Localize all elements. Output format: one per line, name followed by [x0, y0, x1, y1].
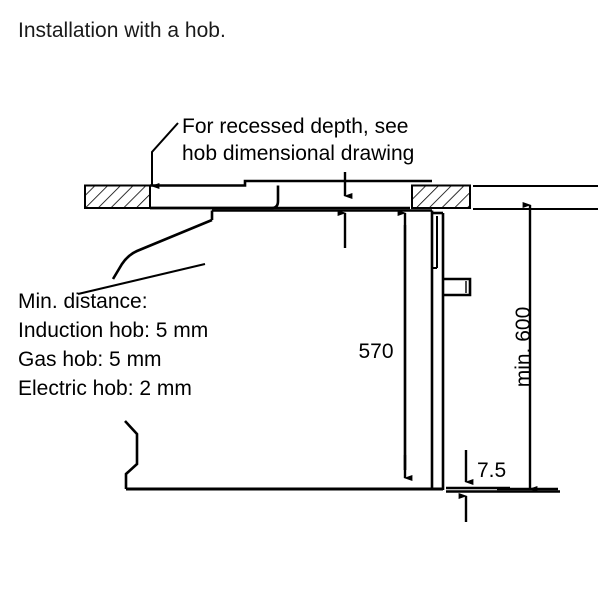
oven-outline	[111, 209, 445, 491]
dimension-570-label: 570	[358, 340, 393, 363]
callout-recessed-depth	[150, 122, 179, 189]
page-title: Installation with a hob.	[18, 19, 226, 42]
min-distance-note-line2: Induction hob: 5 mm	[18, 319, 208, 342]
hob-body	[150, 179, 432, 210]
oven-side-connector	[443, 277, 472, 297]
recessed-depth-note-line2: hob dimensional drawing	[182, 142, 414, 165]
dimension-min600-label: min. 600	[512, 307, 535, 388]
dimension-75-label: 7.5	[477, 459, 506, 482]
worktop-extension-lines	[473, 185, 598, 210]
min-distance-note-line4: Electric hob: 2 mm	[18, 377, 192, 400]
worktop-right-hatched	[411, 184, 471, 209]
min-distance-leader	[77, 263, 206, 295]
worktop-left-hatched	[84, 184, 151, 209]
min-distance-note-line3: Gas hob: 5 mm	[18, 348, 162, 371]
min-distance-note-line1: Min. distance:	[18, 290, 148, 313]
dimension-75-line	[446, 450, 560, 522]
recessed-depth-note-line1: For recessed depth, see	[182, 115, 408, 138]
